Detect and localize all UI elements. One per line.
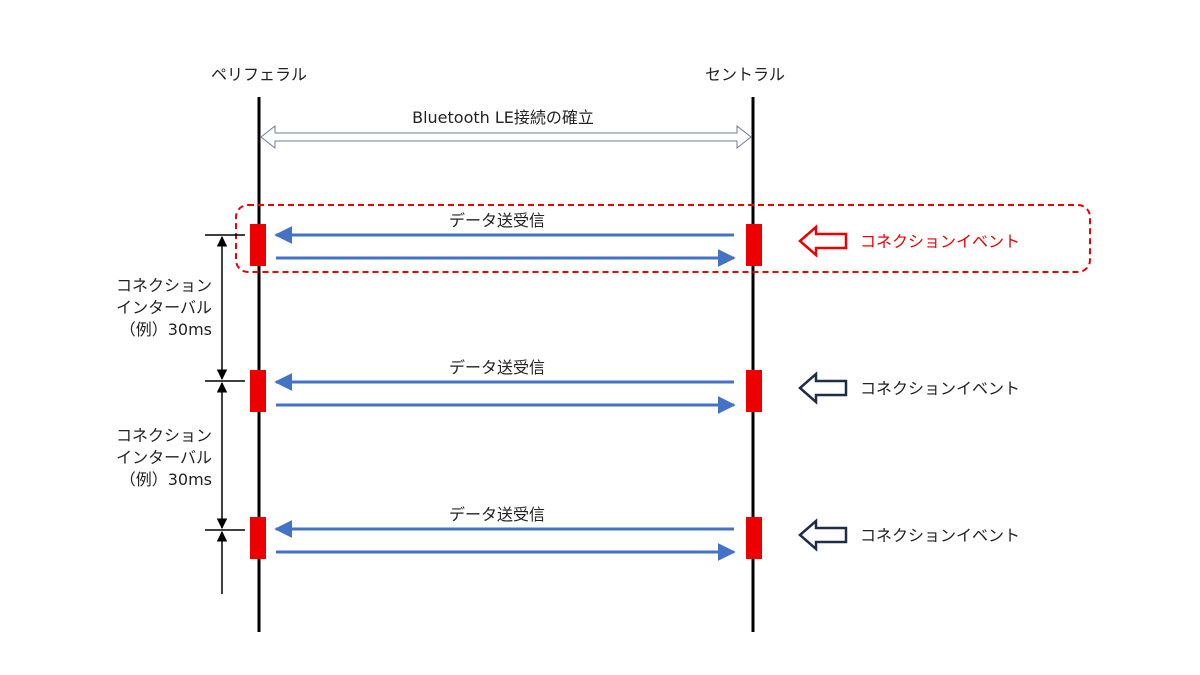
interval-line-3: （例）30ms bbox=[119, 470, 212, 489]
event-group-1 bbox=[250, 224, 848, 267]
central-activation bbox=[746, 224, 762, 266]
central-activation bbox=[746, 517, 762, 559]
peripheral-activation bbox=[250, 517, 266, 559]
event-group-3 bbox=[250, 517, 848, 561]
event-pointer-arrow-icon bbox=[798, 518, 848, 552]
interval-line-1: コネクション bbox=[115, 276, 212, 295]
interval-bracket-2 bbox=[205, 381, 245, 531]
connection-label: Bluetooth LE接続の確立 bbox=[412, 108, 594, 127]
interval-bracket-1 bbox=[205, 234, 245, 382]
interval-label-1: コネクション インターバル （例）30ms bbox=[116, 275, 212, 341]
interval-label-2: コネクション インターバル （例）30ms bbox=[116, 425, 212, 491]
interval-line-2: インターバル bbox=[116, 448, 212, 467]
message-label-2: データ送受信 bbox=[448, 358, 546, 377]
peripheral-label: ペリフェラル bbox=[210, 65, 308, 84]
peripheral-activation bbox=[250, 370, 266, 412]
event-label-2: コネクションイベント bbox=[860, 379, 1021, 398]
interval-line-2: インターバル bbox=[116, 298, 212, 317]
event-pointer-arrow-icon bbox=[798, 371, 848, 405]
interval-line-1: コネクション bbox=[115, 426, 212, 445]
event-label-1: コネクションイベント bbox=[860, 232, 1021, 251]
connection-double-arrow bbox=[260, 124, 752, 150]
peripheral-activation bbox=[250, 224, 266, 266]
central-activation bbox=[746, 370, 762, 412]
central-label: セントラル bbox=[704, 65, 786, 84]
event-group-2 bbox=[250, 370, 848, 414]
event-pointer-arrow-icon bbox=[798, 224, 848, 258]
interval-line-3: （例）30ms bbox=[119, 320, 212, 339]
event-label-3: コネクションイベント bbox=[860, 526, 1021, 545]
message-label-1: データ送受信 bbox=[448, 211, 546, 230]
message-label-3: データ送受信 bbox=[448, 505, 546, 524]
highlight-box bbox=[235, 204, 1091, 273]
